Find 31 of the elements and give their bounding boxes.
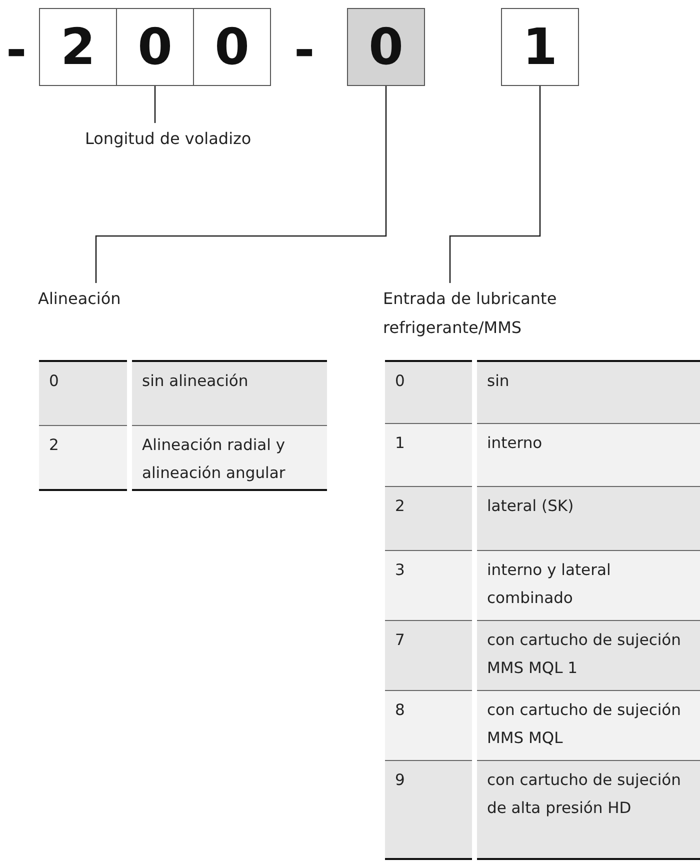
description-cell: sin — [477, 360, 700, 423]
description-cell: Alineación radial y alineación angular — [132, 425, 327, 491]
separator-dash: - — [294, 25, 315, 75]
code-cell: 0 — [39, 360, 127, 425]
code-digit-box: 2 — [39, 8, 117, 86]
leader-line — [154, 86, 156, 123]
leader-line — [95, 86, 387, 283]
caption-text: Longitud de voladizo — [85, 124, 305, 154]
caption-text: Alineación — [38, 284, 288, 314]
caption-text: Entrada de lubricante refrigerante/MMS — [383, 284, 693, 344]
code-digit-box: 1 — [501, 8, 579, 86]
description-cell: sin alineación — [132, 360, 327, 425]
description-cell: con cartucho de sujeción de alta presión HD — [477, 760, 700, 860]
code-cell: 2 — [39, 425, 127, 491]
description-cell: interno — [477, 423, 700, 486]
code-cell: 3 — [385, 550, 472, 620]
code-digit-box: 0 — [347, 8, 425, 86]
separator-dash: - — [6, 25, 27, 75]
leader-line — [449, 86, 541, 283]
code-cell: 7 — [385, 620, 472, 690]
description-cell: lateral (SK) — [477, 486, 700, 550]
code-digit-box: 0 — [193, 8, 271, 86]
code-cell: 9 — [385, 760, 472, 860]
code-digit-box: 0 — [116, 8, 194, 86]
description-cell: con cartucho de sujeción MMS MQL — [477, 690, 700, 760]
code-cell: 1 — [385, 423, 472, 486]
code-cell: 0 — [385, 360, 472, 423]
description-cell: con cartucho de sujeción MMS MQL 1 — [477, 620, 700, 690]
description-cell: interno y lateral combinado — [477, 550, 700, 620]
code-cell: 8 — [385, 690, 472, 760]
code-cell: 2 — [385, 486, 472, 550]
